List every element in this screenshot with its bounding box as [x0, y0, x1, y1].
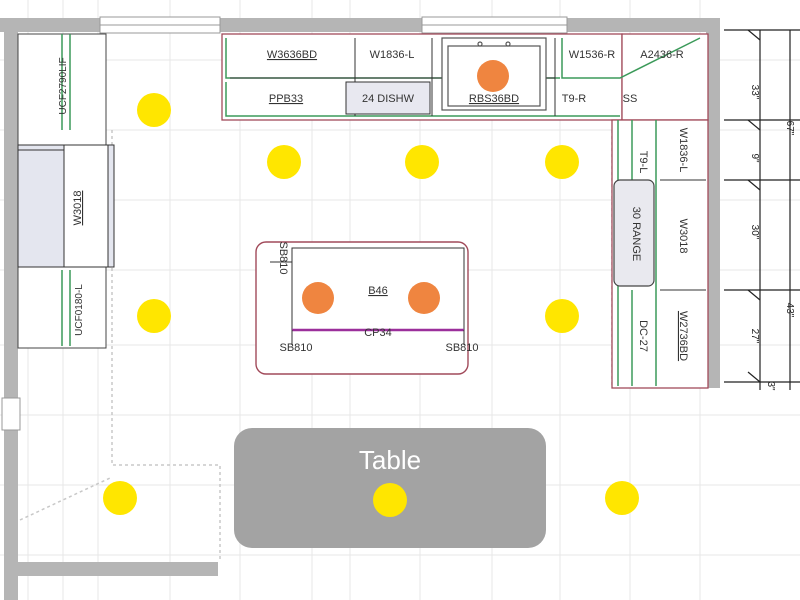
cabinet-label: W1836-L	[677, 128, 689, 173]
left-wall-upper	[4, 18, 18, 398]
dimension-label: 9"	[749, 153, 760, 163]
cabinet-labels: W3636BD W1836-L W1536-R A2436-R PPB33 24…	[58, 49, 689, 361]
recessed-light	[267, 145, 301, 179]
cabinet-label: PPB33	[269, 93, 303, 105]
pendant-lights	[302, 60, 509, 314]
island-label: SB810	[445, 342, 478, 354]
island-label: SB810	[279, 342, 312, 354]
cabinet-label: W1836-L	[370, 49, 415, 61]
cabinet-label: W3018	[72, 191, 84, 226]
recessed-light	[605, 481, 639, 515]
recessed-light	[545, 299, 579, 333]
range-icon	[613, 179, 655, 287]
cabinet-label: W2736BD	[677, 311, 689, 361]
cabinet-label: SS	[623, 93, 638, 105]
cabinet-label: T9-R	[562, 93, 587, 105]
dimension-label: 67"	[784, 121, 795, 136]
pendant-light	[477, 60, 509, 92]
dimension-label: 3"	[765, 381, 776, 391]
recessed-light	[405, 145, 439, 179]
dimension-label: 30"	[749, 225, 760, 240]
table-label: Table	[359, 445, 421, 475]
island-label: CP34	[364, 327, 392, 339]
dimension-labels: 33" 67" 9" 30" 27" 43" 3"	[749, 85, 795, 391]
cabinet-label: UCF0180-L	[74, 284, 85, 336]
pendant-light	[302, 282, 334, 314]
cabinet-label: W3636BD	[267, 49, 317, 61]
door-opening-left	[1, 397, 21, 431]
cabinet-label: 24 DISHW	[362, 93, 415, 105]
recessed-light	[103, 481, 137, 515]
cabinet-label: UCF2790LIF	[58, 57, 69, 114]
cabinet-label: T9-L	[637, 151, 649, 174]
cabinet-label: W1536-R	[569, 49, 616, 61]
dimension-label: 43"	[784, 303, 795, 318]
dimension-label: 27"	[749, 329, 760, 344]
recessed-light	[137, 93, 171, 127]
cabinet-label: DC-27	[637, 320, 649, 352]
dimension-lines	[724, 29, 800, 390]
cabinet-label: W3018	[677, 219, 689, 254]
island-label: B46	[368, 285, 388, 297]
recessed-light	[373, 483, 407, 517]
dimension-label: 33"	[749, 85, 760, 100]
cabinet-label: RBS36BD	[469, 93, 519, 105]
island-label: SB810	[277, 241, 289, 274]
recessed-lights	[103, 93, 639, 517]
left-cabinet-run	[17, 33, 115, 349]
island-labels: SB810 B46 CP34 SB810 SB810	[277, 241, 479, 354]
recessed-light	[137, 299, 171, 333]
recessed-light	[545, 145, 579, 179]
cabinet-label: 30 RANGE	[630, 207, 642, 261]
right-wall	[706, 18, 720, 388]
cabinet-label: A2436-R	[640, 49, 683, 61]
bottom-wall-segment	[18, 562, 218, 576]
left-wall-lower	[4, 430, 18, 600]
pendant-light	[408, 282, 440, 314]
